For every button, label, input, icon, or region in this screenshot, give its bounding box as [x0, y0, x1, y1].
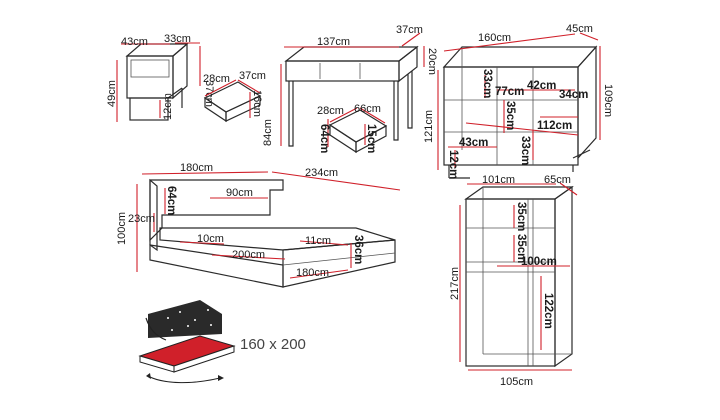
- wardrobe-width: 101cm: [482, 174, 515, 186]
- nightstand-depth: 33cm: [164, 33, 191, 45]
- bookcase-shelf-43: 43cm: [459, 137, 488, 149]
- bookcase-depth: 45cm: [566, 23, 593, 35]
- storage-caption: 160 x 200: [240, 336, 306, 353]
- bed-headboard-width: 180cm: [180, 162, 213, 174]
- wardrobe-base-width: 105cm: [500, 376, 533, 388]
- desk-drawer-height: 15cm: [365, 124, 377, 153]
- desk-drawing: [280, 32, 425, 147]
- bed-height: 100cm: [116, 212, 128, 245]
- bookcase-shelf-34: 34cm: [559, 89, 588, 101]
- bed-mattress-10: 10cm: [197, 233, 224, 245]
- bookcase-shelf-42: 42cm: [527, 80, 556, 92]
- bed-panel-90: 90cm: [226, 187, 253, 199]
- bed-side-23: 23cm: [128, 213, 155, 225]
- wardrobe-inner-35a: 35cm: [515, 202, 527, 231]
- bed-frame-36: 36cm: [352, 235, 364, 264]
- nightstand-drawer-width: 28cm: [203, 73, 230, 85]
- nightstand-width: 43cm: [121, 36, 148, 48]
- wardrobe-depth: 65cm: [544, 174, 571, 186]
- bookcase-shelf-77: 77cm: [495, 86, 524, 98]
- bookcase-shelf-35: 35cm: [504, 101, 516, 130]
- bed-frame-11: 11cm: [305, 235, 331, 247]
- wardrobe-inner-35b: 35cm: [515, 234, 527, 263]
- bookcase-height: 109cm: [602, 84, 614, 117]
- wardrobe-inner-122: 122cm: [542, 293, 554, 329]
- nightstand-height: 49cm: [106, 80, 118, 107]
- desk-drawer-width: 28cm: [317, 105, 344, 117]
- desk-drawer-front: 64cm: [318, 124, 330, 153]
- bed-mattress-200: 200cm: [232, 249, 265, 261]
- wardrobe-drawing: [459, 182, 578, 371]
- nightstand-drawer-drawing: [203, 79, 262, 123]
- bookcase-leg-12: 12cm: [447, 150, 459, 179]
- nightstand-leg-height: 12cm: [162, 93, 174, 120]
- desk-depth: 37cm: [396, 24, 423, 36]
- bed-length: 234cm: [305, 167, 338, 179]
- bookcase-mid-33: 33cm: [519, 136, 531, 165]
- wardrobe-inner-100: 100cm: [521, 256, 557, 268]
- desk-top-height: 20cm: [426, 48, 438, 75]
- bookcase-width: 160cm: [478, 32, 511, 44]
- desk-drawer-depth: 66cm: [354, 103, 381, 115]
- bookcase-drawing: [437, 32, 601, 179]
- nightstand-drawing: [116, 42, 201, 122]
- bed-headboard-height: 64cm: [165, 186, 177, 215]
- bed-storage-icon: [138, 300, 236, 384]
- bookcase-front-height: 121cm: [423, 110, 435, 143]
- bookcase-shelf-33: 33cm: [481, 69, 493, 98]
- bed-drawing: [136, 171, 401, 288]
- bed-frame-180: 180cm: [296, 267, 329, 279]
- bookcase-shelf-112: 112cm: [537, 120, 572, 132]
- desk-height: 84cm: [262, 119, 274, 146]
- nightstand-drawer-depth-top: 37cm: [239, 70, 266, 82]
- nightstand-drawer-height: 16cm: [251, 90, 263, 117]
- desk-width: 137cm: [317, 36, 350, 48]
- wardrobe-height: 217cm: [449, 267, 461, 300]
- desk-drawer-drawing: [328, 107, 388, 154]
